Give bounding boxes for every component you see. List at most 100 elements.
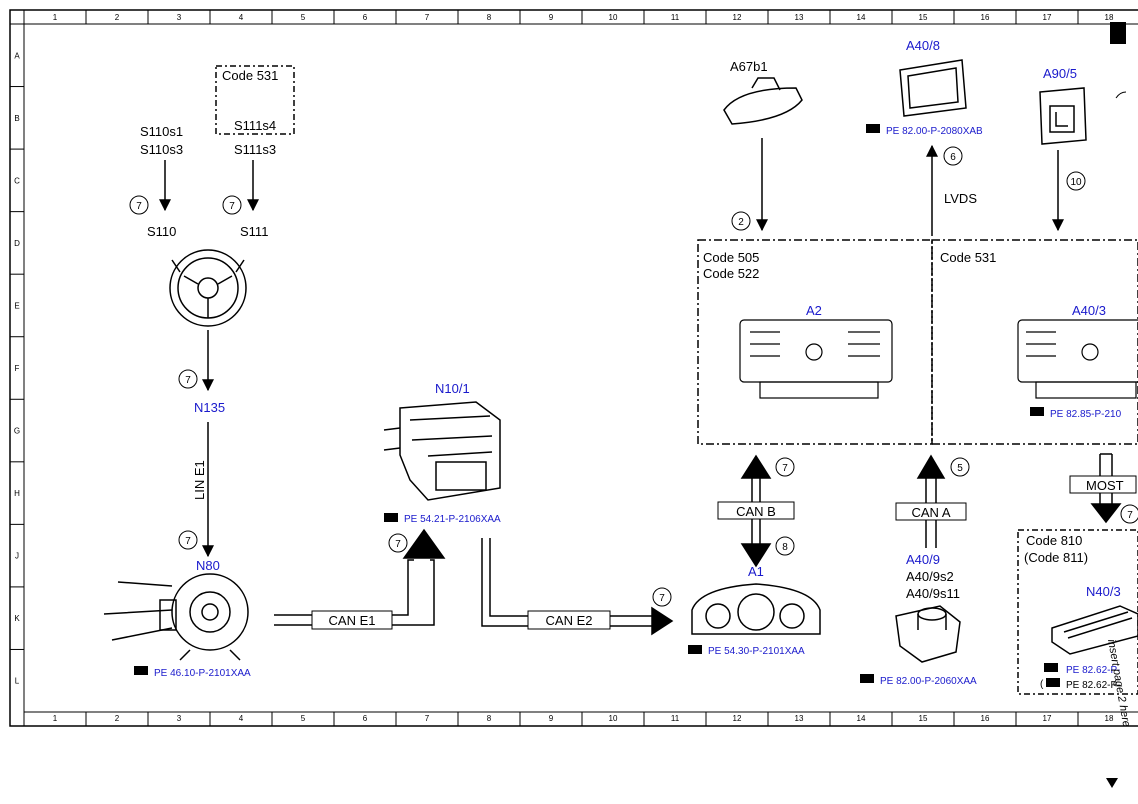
can-b-label: CAN B — [736, 504, 776, 519]
can-a-bus — [916, 454, 946, 548]
grid-column-16-top: 16 — [981, 13, 990, 22]
svg-text:7: 7 — [185, 536, 191, 547]
svg-text:PE 54.21-P-2106XAA: PE 54.21-P-2106XAA — [404, 514, 501, 525]
circle-7-d: 7 — [178, 530, 198, 550]
code-810-label: Code 810 — [1026, 533, 1082, 548]
code-panels — [697, 239, 1138, 445]
n80-label: N80 — [196, 558, 220, 573]
s111s4-label: S111s4 — [234, 118, 276, 133]
a40-9-label: A40/9 — [906, 552, 940, 567]
grid-column-4-bottom: 4 — [239, 714, 244, 723]
grid-column-12-top: 12 — [733, 13, 742, 22]
switch-icon — [1039, 87, 1087, 145]
code-810-panel — [1017, 529, 1138, 695]
margin-arrow-icon — [1106, 778, 1118, 788]
circle-7-b: 7 — [222, 195, 242, 215]
code-811-label: (Code 811) — [1024, 550, 1088, 565]
instrument-cluster-icon — [691, 583, 821, 635]
ref-a40-3: PE 82.85-P-210 — [1030, 407, 1122, 420]
grid-column-9-bottom: 9 — [549, 714, 554, 723]
grid-column-8-top: 8 — [487, 13, 492, 22]
svg-text:7: 7 — [136, 201, 142, 212]
svg-text:7: 7 — [659, 593, 665, 604]
code-531-label: Code 531 — [222, 68, 278, 83]
s111s3-label: S111s3 — [234, 142, 276, 157]
ref-n10-1: PE 54.21-P-2106XAA — [384, 513, 501, 525]
grid-row-F: F — [15, 364, 20, 373]
ref-n40-3-a: PE 82.62-P- — [1044, 663, 1120, 676]
grid-row-G: G — [14, 427, 20, 436]
svg-text:6: 6 — [950, 152, 956, 163]
svg-text:PE 82.00-P-2060XAA: PE 82.00-P-2060XAA — [880, 676, 977, 687]
svg-text:PE 82.85-P-210: PE 82.85-P-210 — [1050, 409, 1122, 420]
cut-off-component — [1115, 91, 1127, 99]
circle-5: 5 — [950, 457, 970, 477]
steering-column-module-icon — [103, 573, 249, 661]
grid-column-11-bottom: 11 — [671, 714, 680, 723]
circle-7-e: 7 — [388, 533, 408, 553]
sam-module-icon — [383, 401, 501, 501]
grid-column-13-bottom: 13 — [795, 714, 804, 723]
code-531-box: Code 531 S111s4 — [215, 65, 295, 135]
svg-text:PE 82.00-P-2080XAB: PE 82.00-P-2080XAB — [886, 126, 983, 137]
svg-text:7: 7 — [1127, 510, 1133, 521]
grid-ruler: 1122334455667788991010111112121313141415… — [10, 10, 1114, 726]
a1-label: A1 — [748, 564, 764, 579]
grid-column-15-top: 15 — [919, 13, 928, 22]
grid-column-8-bottom: 8 — [487, 714, 492, 723]
circle-7-h: 7 — [1120, 504, 1138, 524]
grid-column-6-top: 6 — [363, 13, 368, 22]
grid-column-10-bottom: 10 — [609, 714, 618, 723]
code-531-panel-label: Code 531 — [940, 250, 996, 265]
svg-text:PE 54.30-P-2101XAA: PE 54.30-P-2101XAA — [708, 646, 805, 657]
grid-column-3-bottom: 3 — [177, 714, 182, 723]
a90-5-label: A90/5 — [1043, 66, 1077, 81]
grid-column-4-top: 4 — [239, 13, 244, 22]
a67b1-label: A67b1 — [730, 59, 768, 74]
grid-column-10-top: 10 — [609, 13, 618, 22]
circle-7-f: 7 — [652, 587, 672, 607]
a40-9s2-label: A40/9s2 — [906, 569, 954, 584]
circle-7-a: 7 — [129, 195, 149, 215]
circle-10: 10 — [1066, 171, 1086, 191]
a40-9s11-label: A40/9s11 — [906, 586, 960, 601]
s110s1-label: S110s1 — [140, 124, 183, 139]
steering-wheel-icon — [169, 249, 247, 327]
grid-column-17-top: 17 — [1043, 13, 1052, 22]
grid-column-1-top: 1 — [53, 13, 58, 22]
most-label: MOST — [1086, 478, 1124, 493]
can-e2-label: CAN E2 — [546, 613, 593, 628]
code-522-label: Code 522 — [703, 266, 759, 281]
grid-column-9-top: 9 — [549, 13, 554, 22]
can-e1-label: CAN E1 — [329, 613, 376, 628]
grid-row-E: E — [14, 301, 19, 310]
controller-knob-icon — [895, 605, 961, 663]
grid-column-5-bottom: 5 — [301, 714, 306, 723]
svg-text:10: 10 — [1070, 177, 1082, 188]
ref-a40-8: PE 82.00-P-2080XAB — [866, 124, 983, 137]
grid-row-A: A — [14, 51, 20, 60]
grid-row-C: C — [14, 176, 20, 185]
svg-text:7: 7 — [229, 201, 235, 212]
circle-6: 6 — [943, 146, 963, 166]
a2-label: A2 — [806, 303, 822, 318]
grid-column-2-top: 2 — [115, 13, 120, 22]
svg-text:PE 82.62-P-: PE 82.62-P- — [1066, 665, 1120, 676]
svg-text:PE 82.62-P-: PE 82.62-P- — [1066, 680, 1120, 691]
circle-8: 8 — [775, 536, 795, 556]
a40-3-label: A40/3 — [1072, 303, 1106, 318]
ref-n80: PE 46.10-P-2101XAA — [134, 666, 251, 679]
svg-text:8: 8 — [782, 542, 788, 553]
grid-column-14-bottom: 14 — [857, 714, 866, 723]
circle-7-c: 7 — [178, 369, 198, 389]
grid-column-2-bottom: 2 — [115, 714, 120, 723]
ref-a1: PE 54.30-P-2101XAA — [688, 645, 805, 657]
grid-row-D: D — [14, 239, 20, 248]
grid-column-5-top: 5 — [301, 13, 306, 22]
grid-column-14-top: 14 — [857, 13, 866, 22]
s111-label: S111 — [240, 224, 268, 239]
grid-column-7-top: 7 — [425, 13, 430, 22]
amplifier-icon — [1051, 605, 1138, 655]
code-505-label: Code 505 — [703, 250, 759, 265]
svg-text:7: 7 — [395, 539, 401, 550]
